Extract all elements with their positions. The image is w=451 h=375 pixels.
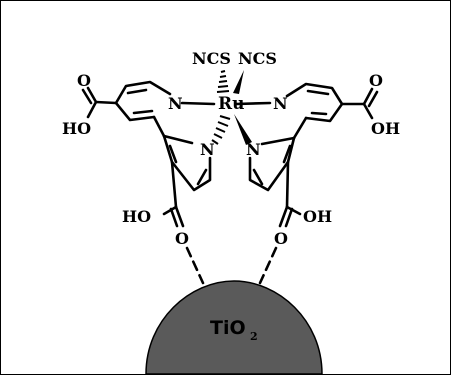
right-top-ring <box>285 82 366 140</box>
ho-left-lower: HO <box>122 207 151 226</box>
o-right-lower: O <box>274 229 288 248</box>
right-lower-carboxyl <box>278 205 302 228</box>
ncs-wedge-bond <box>233 70 244 94</box>
o-left-lower: O <box>175 229 189 248</box>
left-top-ring <box>94 80 172 138</box>
left-lower-carboxyl <box>162 205 185 228</box>
n-left-top: N <box>168 94 183 113</box>
tio2-label: TiO <box>210 317 246 339</box>
n-ru-wedge-bond <box>234 114 252 145</box>
oh-right-lower: OH <box>303 207 332 226</box>
right-bottom-ring <box>248 136 296 209</box>
n-right-top: N <box>273 94 288 113</box>
left-bottom-ring <box>162 134 212 209</box>
left-carboxyl <box>81 86 98 119</box>
ncs-left-label: NCS <box>192 49 231 68</box>
n-left-bottom: N <box>200 140 215 159</box>
tio2-subscript: 2 <box>250 330 258 343</box>
o-right: O <box>369 71 383 90</box>
ru-atom: Ru <box>218 94 245 114</box>
oh-right: OH <box>371 119 400 138</box>
tio2-surface <box>145 280 323 375</box>
ncs-hashed-bond <box>216 70 230 93</box>
ho-left: HO <box>62 119 91 138</box>
anchor-bonds <box>185 246 278 285</box>
o-left: O <box>77 71 91 90</box>
n-right-bottom: N <box>246 140 261 159</box>
n-ru-hashed-bond <box>211 115 231 145</box>
right-carboxyl <box>362 87 379 120</box>
ncs-right-label: NCS <box>238 49 277 68</box>
